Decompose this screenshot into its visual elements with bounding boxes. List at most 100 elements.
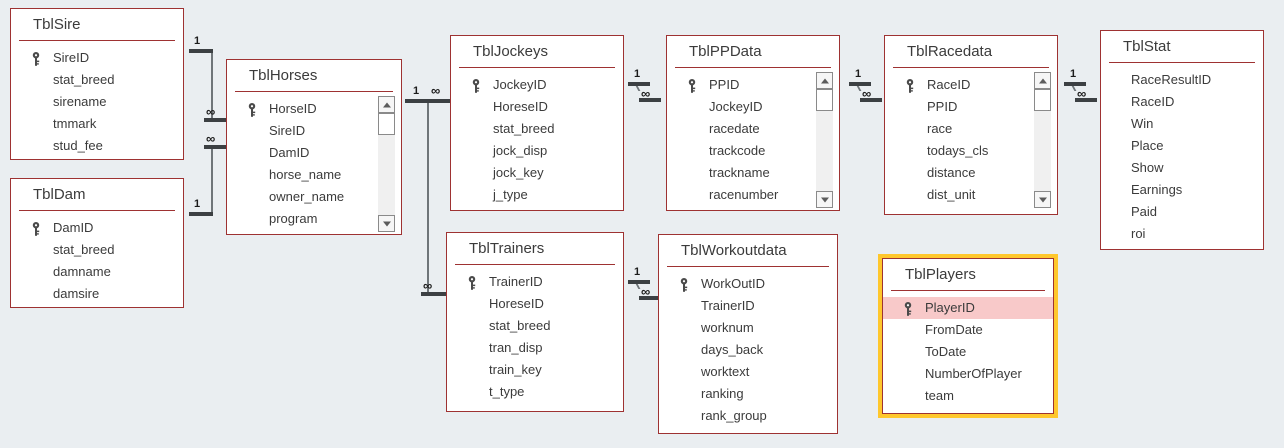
field-row[interactable]: race: [885, 118, 1057, 140]
field-row[interactable]: PlayerID: [883, 297, 1053, 319]
field-row[interactable]: ToDate: [883, 341, 1053, 363]
field-row[interactable]: roi: [1101, 223, 1263, 245]
field-row[interactable]: team: [883, 385, 1053, 407]
field-name: racedate: [709, 121, 760, 136]
field-row[interactable]: TrainerID: [447, 271, 623, 293]
field-row[interactable]: tran_disp: [447, 337, 623, 359]
field-row[interactable]: stat_breed: [11, 239, 183, 261]
field-row[interactable]: stud_fee: [11, 135, 183, 157]
field-row[interactable]: Show: [1101, 157, 1263, 179]
scrollbar-thumb[interactable]: [816, 89, 833, 111]
field-row[interactable]: FromDate: [883, 319, 1053, 341]
field-row[interactable]: racenumber: [667, 184, 839, 206]
rel-endpoint-many: [1075, 98, 1097, 102]
field-row[interactable]: stat_breed: [11, 69, 183, 91]
scroll-down-button[interactable]: [378, 215, 395, 232]
scroll-up-button[interactable]: [378, 96, 395, 113]
field-row[interactable]: todays_cls: [885, 140, 1057, 162]
field-row[interactable]: SireID: [11, 47, 183, 69]
field-row[interactable]: Earnings: [1101, 179, 1263, 201]
field-row[interactable]: trackname: [667, 162, 839, 184]
field-row[interactable]: Place: [1101, 135, 1263, 157]
table-title-divider: [667, 266, 829, 267]
field-row[interactable]: JockeyID: [667, 96, 839, 118]
field-row[interactable]: j_type: [451, 184, 623, 206]
field-row[interactable]: PPID: [667, 74, 839, 96]
field-row[interactable]: WorkOutID: [659, 273, 837, 295]
vertical-scrollbar[interactable]: [1034, 72, 1051, 208]
field-row[interactable]: stat_breed: [451, 118, 623, 140]
field-row[interactable]: DamID: [227, 142, 401, 164]
field-row[interactable]: RaceID: [885, 74, 1057, 96]
rel-label-one: 1: [634, 68, 641, 80]
field-row[interactable]: worktext: [659, 361, 837, 383]
field-row[interactable]: train_key: [447, 359, 623, 381]
field-row[interactable]: NumberOfPlayer: [883, 363, 1053, 385]
field-row[interactable]: DamID: [11, 217, 183, 239]
field-row[interactable]: owner_name: [227, 186, 401, 208]
scrollbar-thumb[interactable]: [378, 113, 395, 135]
table-title: TblSire: [33, 16, 81, 33]
table-title-divider: [19, 40, 175, 41]
caret-up-icon: [1038, 78, 1047, 83]
field-row[interactable]: HorseID: [227, 98, 401, 120]
field-row[interactable]: HoreseID: [447, 293, 623, 315]
field-row[interactable]: jock_key: [451, 162, 623, 184]
field-row[interactable]: days_back: [659, 339, 837, 361]
field-row[interactable]: sirename: [11, 91, 183, 113]
field-row[interactable]: program: [227, 208, 401, 230]
field-row[interactable]: Paid: [1101, 201, 1263, 223]
field-name: jock_disp: [493, 143, 548, 158]
field-row[interactable]: jock_disp: [451, 140, 623, 162]
table-title: TblJockeys: [473, 43, 549, 60]
primary-key-icon: [31, 51, 41, 66]
field-row[interactable]: damsire: [11, 283, 183, 305]
scroll-down-button[interactable]: [1034, 191, 1051, 208]
field-row[interactable]: tmmark: [11, 113, 183, 135]
vertical-scrollbar[interactable]: [816, 72, 833, 208]
field-row[interactable]: t_type: [447, 381, 623, 403]
field-row[interactable]: Win: [1101, 113, 1263, 135]
table-title-divider: [19, 210, 175, 211]
field-row[interactable]: distance: [885, 162, 1057, 184]
field-row[interactable]: damname: [11, 261, 183, 283]
field-name: Paid: [1131, 204, 1158, 219]
scrollbar-thumb[interactable]: [1034, 89, 1051, 111]
field-row[interactable]: ranking: [659, 383, 837, 405]
field-name: Earnings: [1131, 182, 1183, 197]
field-row[interactable]: JockeyID: [451, 74, 623, 96]
field-row[interactable]: rank_group: [659, 405, 837, 427]
field-name: SireID: [53, 50, 90, 65]
field-row[interactable]: stat_breed: [447, 315, 623, 337]
field-row[interactable]: trackcode: [667, 140, 839, 162]
field-name: TrainerID: [489, 274, 543, 289]
rel-label-many: ∞: [423, 278, 432, 293]
field-row[interactable]: SireID: [227, 120, 401, 142]
vertical-scrollbar[interactable]: [378, 96, 395, 232]
field-row[interactable]: RaceID: [1101, 91, 1263, 113]
field-row[interactable]: PPID: [885, 96, 1057, 118]
field-row[interactable]: racedate: [667, 118, 839, 140]
field-row[interactable]: HoreseID: [451, 96, 623, 118]
field-row[interactable]: TrainerID: [659, 295, 837, 317]
field-row[interactable]: horse_name: [227, 164, 401, 186]
field-row[interactable]: dist_unit: [885, 184, 1057, 206]
field-row[interactable]: RaceResultID: [1101, 69, 1263, 91]
scroll-up-button[interactable]: [1034, 72, 1051, 89]
caret-down-icon: [820, 197, 829, 202]
field-row[interactable]: worknum: [659, 317, 837, 339]
scroll-up-button[interactable]: [816, 72, 833, 89]
scroll-down-button[interactable]: [816, 191, 833, 208]
